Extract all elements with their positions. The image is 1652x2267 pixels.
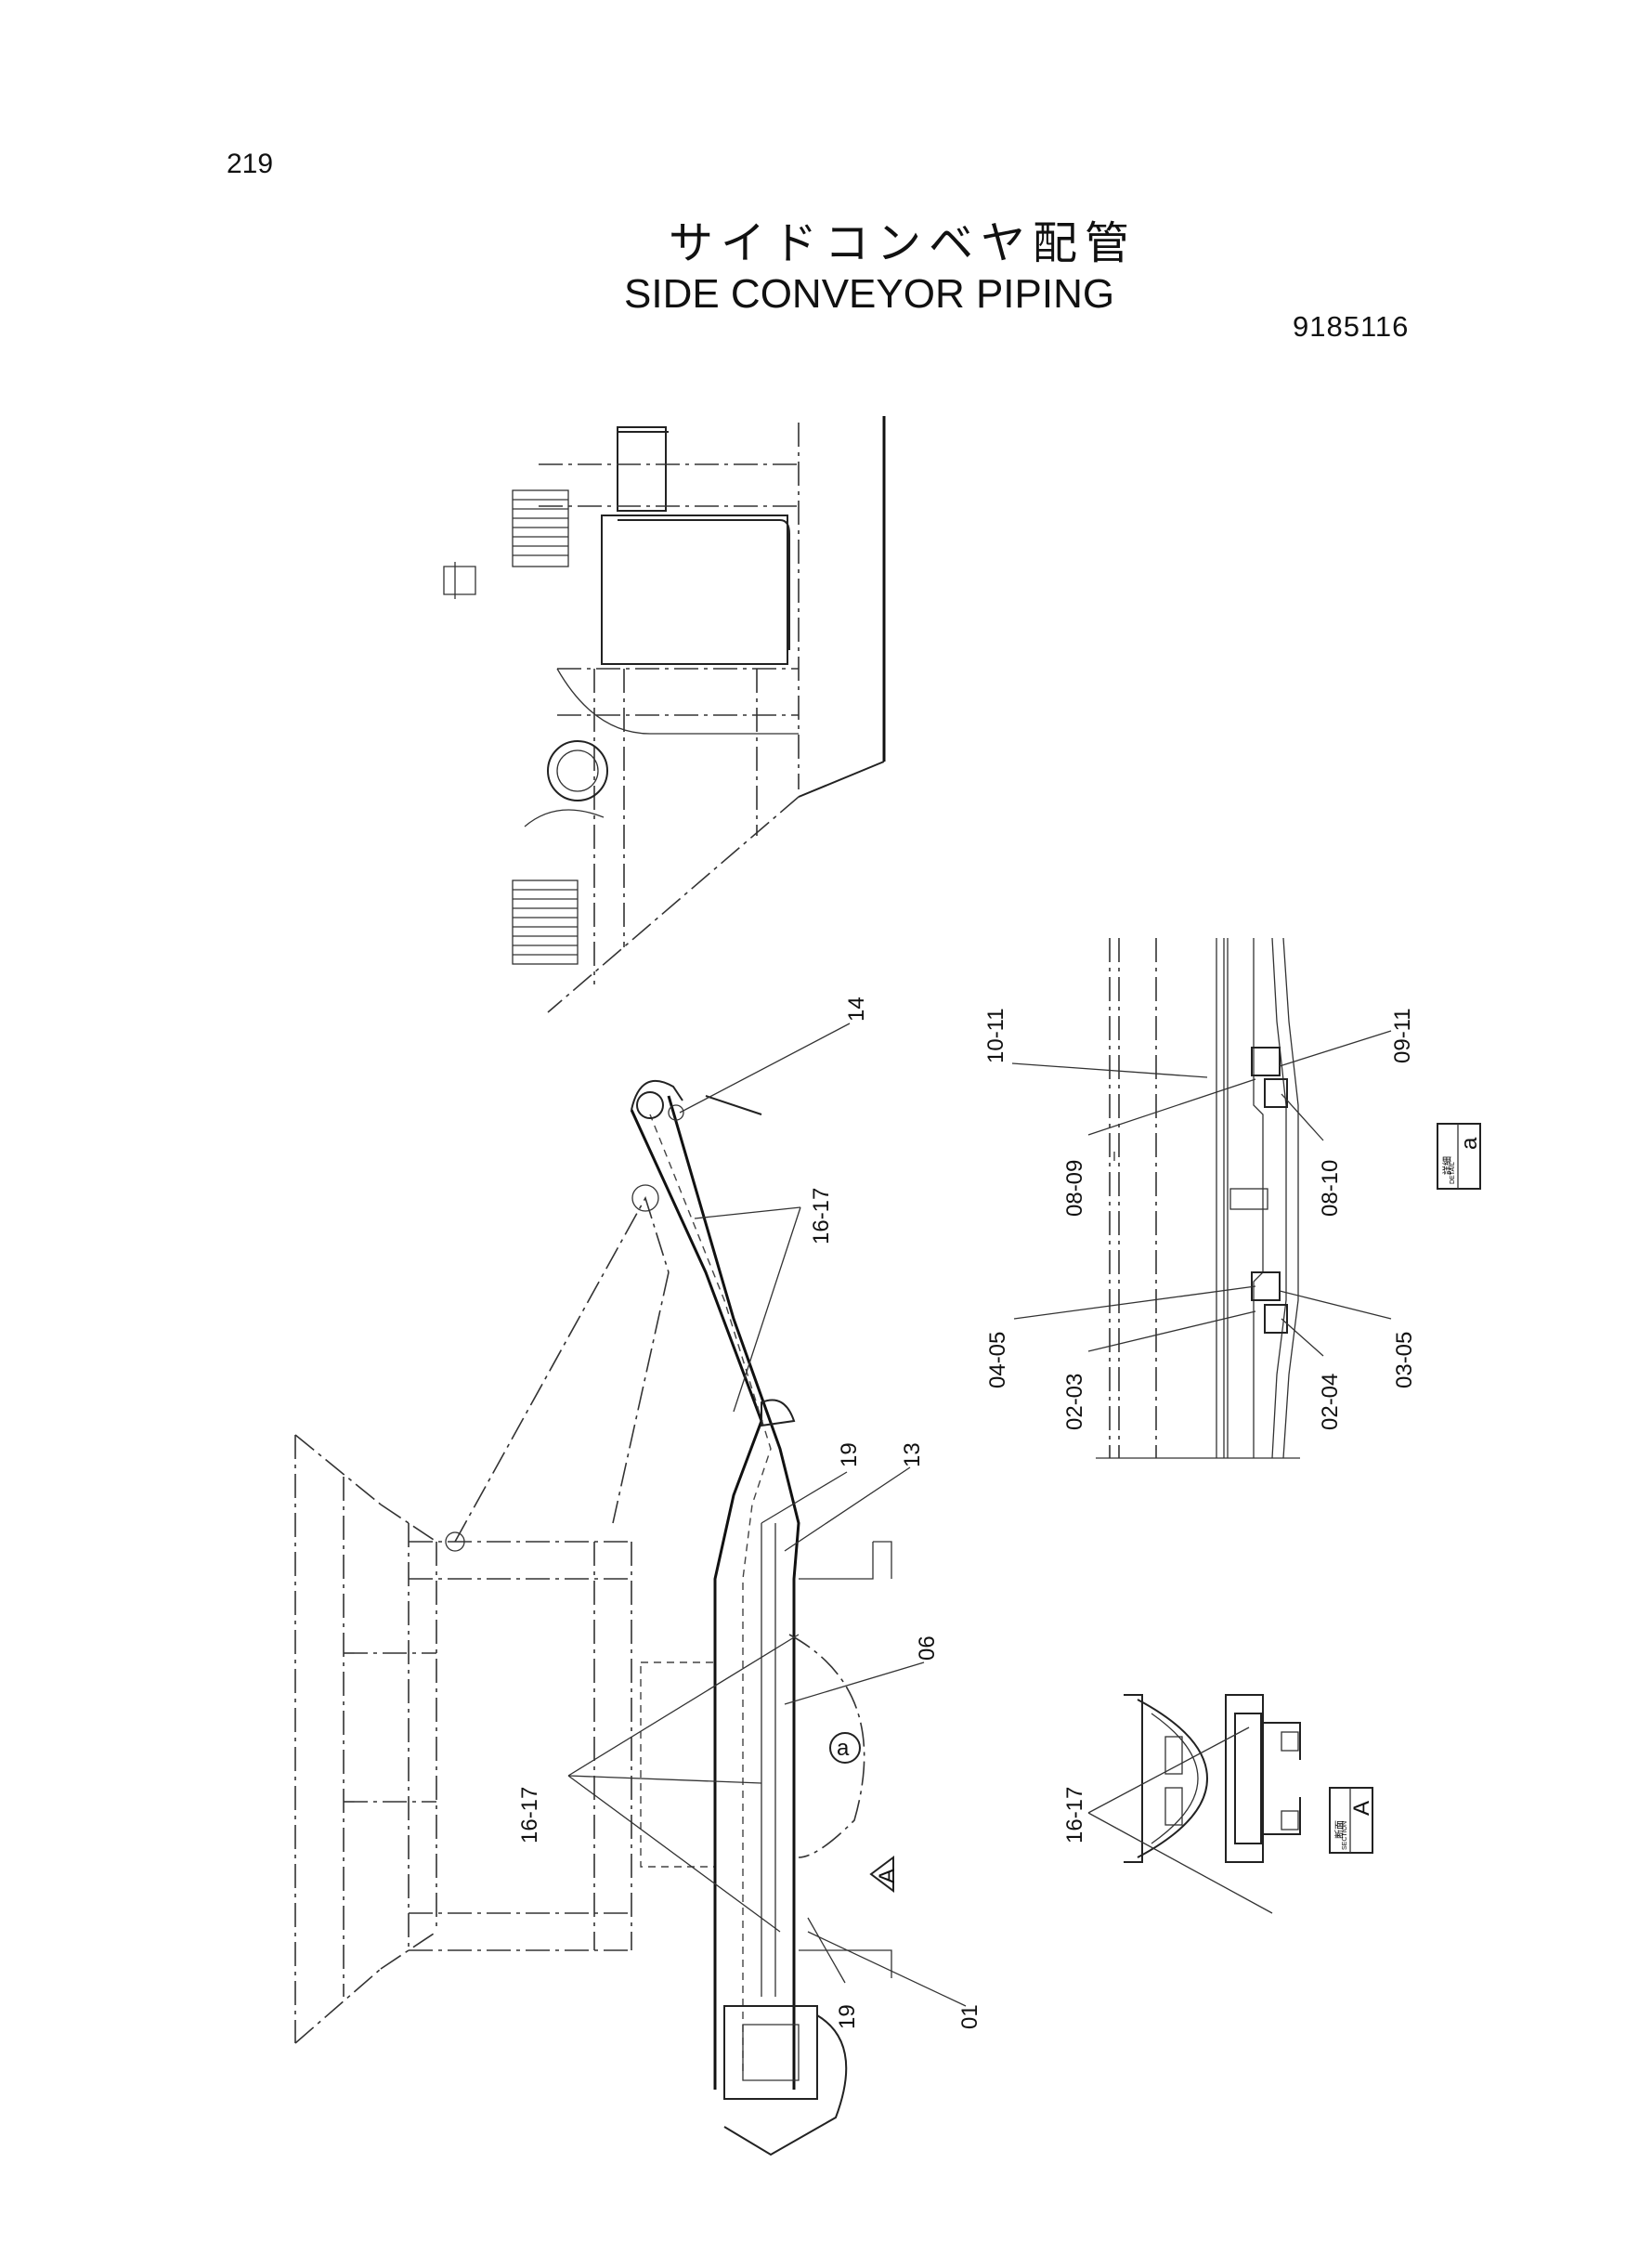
callout-09-11: 09-11 xyxy=(1390,1008,1415,1063)
callout-01: 01 xyxy=(957,2004,982,2029)
title-japanese: サイドコンベヤ配管 xyxy=(669,217,1138,269)
callout-16-17-left: 16-17 xyxy=(517,1787,542,1844)
title-english: SIDE CONVEYOR PIPING xyxy=(624,271,1115,317)
svg-text:a: a xyxy=(837,1736,850,1761)
svg-text:詳細: 詳細 xyxy=(1441,1156,1453,1175)
callout-16-17-section: 16-17 xyxy=(1062,1787,1087,1844)
section-a-view xyxy=(1087,1694,1301,1914)
detail-a-view xyxy=(1011,937,1392,1459)
svg-text:SECTION: SECTION xyxy=(1342,1821,1348,1850)
callout-10-11: 10-11 xyxy=(983,1008,1008,1063)
callout-06: 06 xyxy=(915,1635,940,1661)
upper-frame-view xyxy=(443,416,886,1013)
coil-spring-upper xyxy=(512,489,569,567)
callout-02-04: 02-04 xyxy=(1318,1374,1343,1430)
callout-19-bottom: 19 xyxy=(835,2004,860,2029)
callout-19-top: 19 xyxy=(837,1442,862,1467)
svg-text:断面: 断面 xyxy=(1333,1820,1346,1839)
svg-text:a: a xyxy=(1457,1137,1482,1150)
callout-08-10: 08-10 xyxy=(1318,1160,1343,1217)
detail-a-tag: 詳細 DETAIL a xyxy=(1437,1123,1482,1190)
svg-text:DETAIL: DETAIL xyxy=(1450,1162,1456,1184)
callout-04-05: 04-05 xyxy=(985,1332,1010,1388)
svg-text:A: A xyxy=(875,1869,900,1883)
callout-16-17-top: 16-17 xyxy=(809,1188,834,1244)
callout-labels: 14 16-17 19 13 06 16-17 19 01 10-11 09-1… xyxy=(517,997,1417,2029)
callout-03-05: 03-05 xyxy=(1392,1332,1417,1388)
section-a-tag: 断面 SECTION A xyxy=(1329,1787,1374,1854)
conveyor-body xyxy=(630,1079,892,2156)
callout-08-09: 08-09 xyxy=(1062,1160,1087,1217)
part-number: 9185116 xyxy=(1293,310,1410,343)
coil-spring-lower xyxy=(512,879,579,965)
hopper-frame xyxy=(294,1184,716,2044)
section-a-arrow-marker: A xyxy=(869,1856,900,1893)
svg-text:A: A xyxy=(1349,1801,1374,1816)
detail-a-circle-marker: a xyxy=(829,1732,861,1764)
callout-02-03: 02-03 xyxy=(1062,1374,1087,1430)
page-number: 219 xyxy=(227,149,274,179)
callout-14: 14 xyxy=(844,997,869,1022)
callout-13: 13 xyxy=(900,1442,925,1467)
main-view-leaders xyxy=(567,1023,967,2007)
